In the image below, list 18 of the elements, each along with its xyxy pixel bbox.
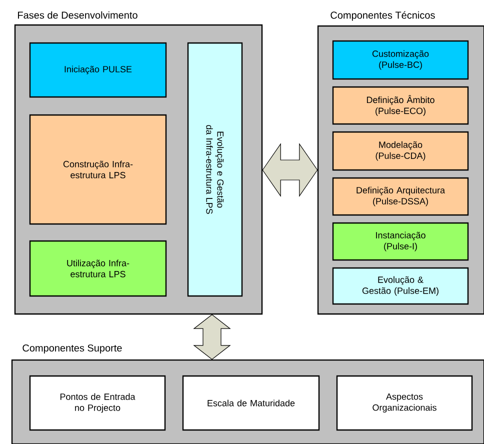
process-box: Customização (Pulse-BC) [332,40,469,80]
process-box: Escala de Maturidade [182,375,320,431]
panel-heading: Componentes Suporte [22,344,122,354]
process-box: Instanciação (Pulse-I) [332,222,469,261]
block-arrow [193,314,231,360]
panel-heading: Componentes Técnicos [330,11,435,21]
process-box: Iniciação PULSE [29,42,167,98]
block-arrow [262,143,318,197]
vertical-box: Evolução e Gestão da Infra-estrutura LPS [187,42,243,297]
panel-heading: Fases de Desenvolvimento [18,11,138,19]
process-box: Pontos de Entrada no Projecto [29,375,166,431]
process-box: Aspectos Organizacionais [336,375,473,431]
process-box: Definição Âmbito (Pulse-ECO) [332,86,469,125]
process-box: Construção Infra-estrutura LPS [29,114,167,225]
process-box: Utilização Infra-estrutura LPS [29,240,167,297]
process-box: Modelação (Pulse-CDA) [332,131,469,171]
process-box: Definição Arquitectura (Pulse-DSSA) [332,177,469,216]
process-box: Evolução & Gestão (Pulse-EM) [332,267,469,305]
